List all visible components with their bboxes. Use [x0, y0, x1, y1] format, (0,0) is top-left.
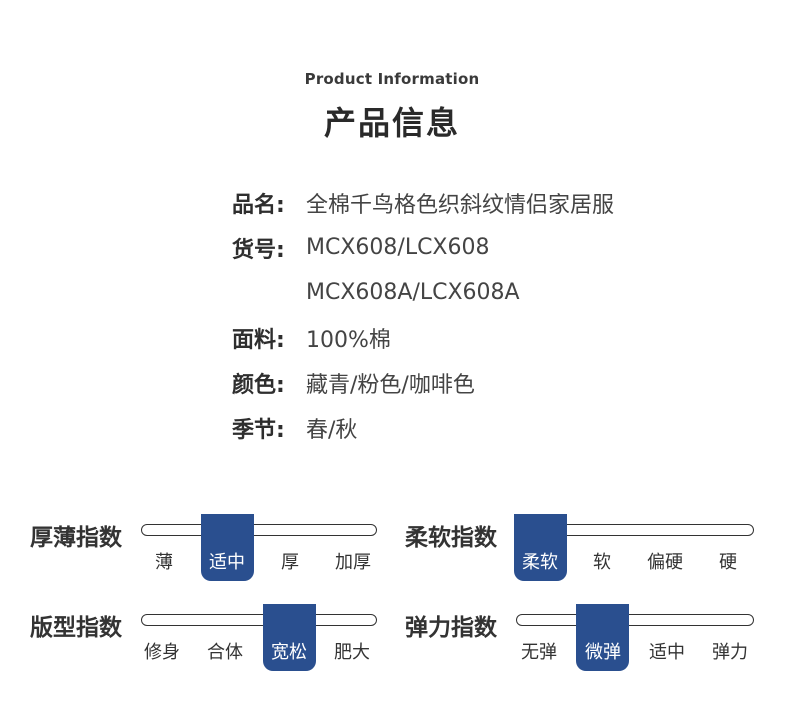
index-option: 肥大: [334, 642, 370, 663]
info-value: MCX608A/LCX608A: [306, 280, 520, 305]
info-row-name: 品名: 全棉千鸟格色织斜纹情侣家居服: [232, 180, 614, 225]
selected-marker: [201, 514, 254, 581]
index-option: 修身: [144, 642, 180, 663]
info-value: 藏青/粉色/咖啡色: [306, 372, 475, 398]
index-option: 弹力: [712, 642, 748, 663]
header-title-cn: 产品信息: [323, 104, 460, 142]
info-value: 全棉千鸟格色织斜纹情侣家居服: [306, 192, 615, 218]
index-title: 厚薄指数: [30, 525, 122, 551]
info-label: 品名:: [232, 192, 285, 218]
info-value: MCX608/LCX608: [306, 235, 490, 260]
fit-index: 版型指数 修身 合体 宽松 肥大: [30, 604, 380, 684]
selected-marker: [263, 604, 316, 671]
softness-index: 柔软指数 柔软 软 偏硬 硬: [405, 514, 760, 594]
index-option: 适中: [649, 642, 685, 663]
index-title: 弹力指数: [405, 615, 497, 641]
index-option: 合体: [207, 642, 243, 663]
product-info-list: 品名: 全棉千鸟格色织斜纹情侣家居服 货号: MCX608/LCX608 MCX…: [232, 180, 614, 450]
info-value: 100%棉: [306, 327, 391, 353]
index-option: 薄: [155, 552, 173, 573]
index-track: [516, 614, 754, 626]
index-option: 无弹: [521, 642, 557, 663]
info-row-season: 季节: 春/秋: [232, 405, 614, 450]
index-option: 适中: [209, 552, 245, 573]
thickness-index: 厚薄指数 薄 适中 厚 加厚: [30, 514, 380, 594]
info-label: 季节:: [232, 417, 285, 443]
index-option: 软: [593, 552, 611, 573]
index-option: 宽松: [271, 642, 307, 663]
info-row-sku: 货号: MCX608/LCX608: [232, 225, 614, 270]
info-row-sku-alt: MCX608A/LCX608A: [232, 270, 614, 315]
info-label: 货号:: [232, 237, 285, 263]
elasticity-index: 弹力指数 无弹 微弹 适中 弹力: [405, 604, 760, 684]
info-label: 面料:: [232, 327, 285, 353]
index-title: 版型指数: [30, 615, 122, 641]
index-track: [141, 614, 377, 626]
index-track: [141, 524, 377, 536]
index-option: 偏硬: [647, 552, 683, 573]
info-row-color: 颜色: 藏青/粉色/咖啡色: [232, 360, 614, 405]
header-subtitle-en: Product Information: [304, 70, 480, 88]
index-option: 微弹: [585, 642, 621, 663]
index-option: 加厚: [335, 552, 371, 573]
info-row-fabric: 面料: 100%棉: [232, 315, 614, 360]
info-value: 春/秋: [306, 417, 358, 443]
index-option: 柔软: [522, 552, 558, 573]
selected-marker: [576, 604, 629, 671]
selected-marker: [514, 514, 567, 581]
index-option: 厚: [281, 552, 299, 573]
info-label: 颜色:: [232, 372, 285, 398]
index-title: 柔软指数: [405, 525, 497, 551]
index-option: 硬: [719, 552, 737, 573]
